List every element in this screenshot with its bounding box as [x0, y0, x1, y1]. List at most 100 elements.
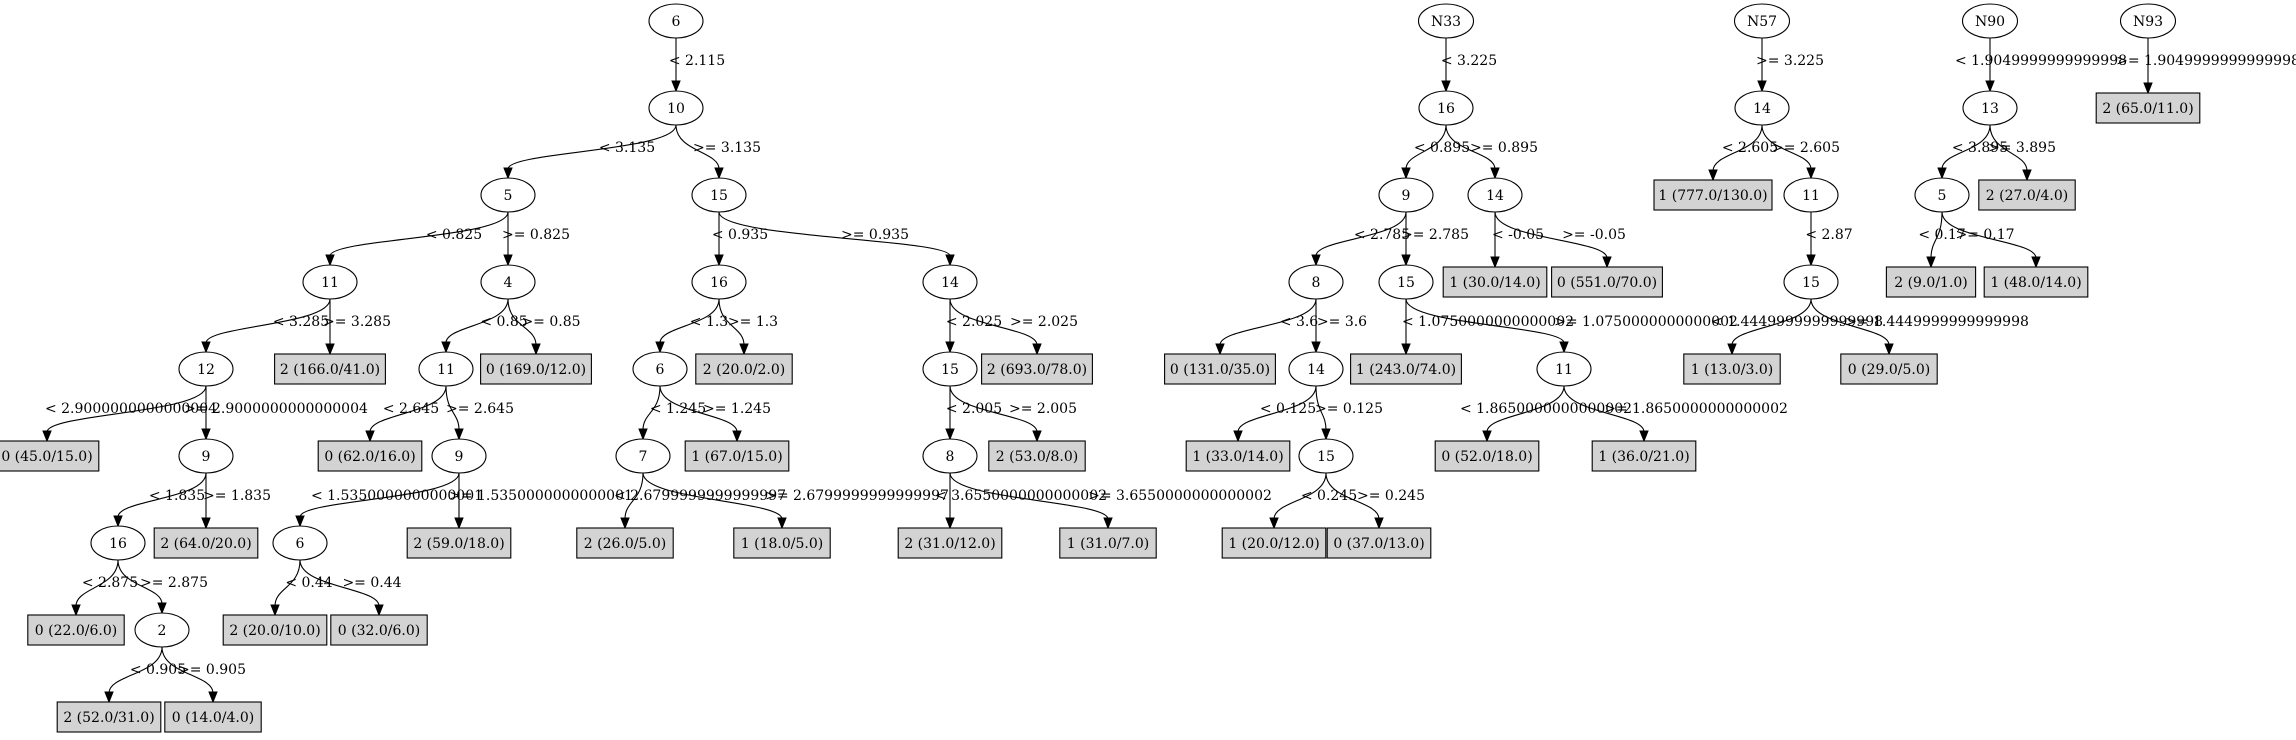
leaf-box — [576, 527, 674, 559]
arrow-head — [1321, 428, 1331, 441]
edge-condition-label: < 2.785 — [1354, 227, 1410, 243]
arrow-head — [42, 430, 52, 443]
arrow-head — [208, 691, 218, 704]
leaf-box — [2095, 92, 2201, 124]
edge-condition-label: < 3.135 — [599, 140, 655, 156]
leaf-box — [1885, 266, 1977, 298]
node-label: 5 — [504, 188, 513, 204]
node-label: 16 — [710, 275, 728, 291]
split-node: 5 — [1914, 177, 1970, 213]
split-node: 9 — [1378, 177, 1434, 213]
edge-line — [624, 472, 644, 520]
edge-condition-label: < 1.835 — [149, 488, 205, 504]
leaf-label: 2 (20.0/2.0) — [703, 362, 785, 378]
node-label: 16 — [1437, 101, 1455, 117]
node-ellipse — [1467, 177, 1523, 213]
edge-condition-label: < 1.3 — [690, 314, 728, 330]
split-node: 14 — [1288, 351, 1344, 387]
edge-line — [1315, 385, 1327, 431]
edge-condition-label: < 0.125 — [1260, 401, 1316, 417]
node-label: 9 — [1402, 188, 1411, 204]
node-ellipse — [1962, 90, 2018, 126]
leaf-box — [406, 527, 512, 559]
edge-condition-label: >= 2.605 — [1772, 140, 1840, 156]
split-node: 11 — [1783, 177, 1839, 213]
leaf-box — [1059, 527, 1157, 559]
arrow-head — [503, 254, 513, 267]
leaf-node: 2 (64.0/20.0) — [153, 527, 259, 559]
leaf-box — [153, 527, 259, 559]
arrow-head — [454, 428, 464, 441]
leaf-label: 1 (67.0/15.0) — [691, 449, 782, 465]
edge-condition-label: < 1.0750000000000002 — [1402, 314, 1574, 330]
arrow-head — [1215, 343, 1225, 356]
edge-condition-label: < 3.225 — [1441, 53, 1497, 69]
arrow-head — [1490, 167, 1500, 180]
leaf-label: 1 (33.0/14.0) — [1192, 449, 1283, 465]
leaf-box — [1221, 527, 1327, 559]
leaf-label: 2 (26.0/5.0) — [584, 536, 666, 552]
edge-condition-label: >= 1.245 — [703, 401, 771, 417]
node-ellipse — [648, 3, 704, 39]
edge-condition-label: >= 0.905 — [178, 662, 246, 678]
leaf-box — [480, 353, 592, 385]
leaf-label: 2 (166.0/41.0) — [280, 362, 380, 378]
leaf-box — [317, 440, 423, 472]
node-ellipse — [1378, 264, 1434, 300]
leaf-box — [0, 440, 100, 472]
edge-condition-label: < 1.245 — [650, 401, 706, 417]
leaf-box — [1434, 440, 1540, 472]
node-ellipse — [1734, 90, 1790, 126]
node-label: 14 — [941, 275, 959, 291]
node-ellipse — [1733, 3, 1791, 39]
arrow-head — [1727, 343, 1737, 356]
split-node: 14 — [1467, 177, 1523, 213]
arrow-head — [104, 691, 114, 704]
leaf-node: 0 (131.0/35.0) — [1164, 353, 1276, 385]
arrow-head — [441, 341, 451, 354]
arrow-head — [1482, 430, 1492, 443]
edge-line — [1494, 211, 1608, 259]
node-ellipse — [302, 264, 358, 300]
leaf-box — [1591, 440, 1697, 472]
leaf-box — [1350, 353, 1462, 385]
leaf-node: 2 (27.0/4.0) — [1978, 179, 2076, 211]
edge-line — [1219, 298, 1317, 346]
edge-line — [369, 385, 447, 433]
leaf-box — [1442, 266, 1548, 298]
node-ellipse — [1378, 177, 1434, 213]
edge-condition-label: < 0.44 — [285, 575, 332, 591]
edge-line — [642, 472, 783, 520]
edge-condition-label: < 1.8650000000000002 — [1460, 401, 1632, 417]
arrow-head — [71, 604, 81, 617]
leaf-box — [1185, 440, 1291, 472]
node-label: 15 — [710, 188, 728, 204]
arrow-head — [777, 517, 787, 530]
node-label: 14 — [1486, 188, 1504, 204]
edge-condition-label: < 2.605 — [1722, 140, 1778, 156]
leaf-box — [27, 614, 125, 646]
leaf-node: 2 (20.0/10.0) — [222, 614, 328, 646]
leaf-label: 2 (59.0/18.0) — [413, 536, 504, 552]
leaf-label: 1 (13.0/3.0) — [1691, 362, 1773, 378]
edge-line — [46, 385, 207, 433]
node-label: 14 — [1307, 362, 1325, 378]
edge-line — [659, 385, 738, 433]
split-node: 13 — [1962, 90, 2018, 126]
leaf-label: 2 (20.0/10.0) — [229, 623, 320, 639]
edge-line — [718, 298, 745, 346]
edge-condition-label: >= 1.9049999999999998 — [2116, 53, 2296, 69]
edge-condition-label: < 0.245 — [1301, 488, 1357, 504]
edge-labels-layer: < 2.115< 3.135>= 3.135< 0.825>= 0.825< 0… — [45, 53, 2296, 678]
leaf-label: 2 (65.0/11.0) — [2102, 101, 2193, 117]
arrow-head — [732, 430, 742, 443]
edge-condition-label: >= 0.17 — [1955, 227, 2014, 243]
node-ellipse — [1417, 3, 1475, 39]
node-ellipse — [90, 525, 146, 561]
split-node: 4 — [480, 264, 536, 300]
arrow-head — [655, 341, 665, 354]
node-ellipse — [1536, 351, 1592, 387]
leaf-label: 0 (169.0/12.0) — [486, 362, 586, 378]
edge-condition-label: >= 3.285 — [323, 314, 391, 330]
